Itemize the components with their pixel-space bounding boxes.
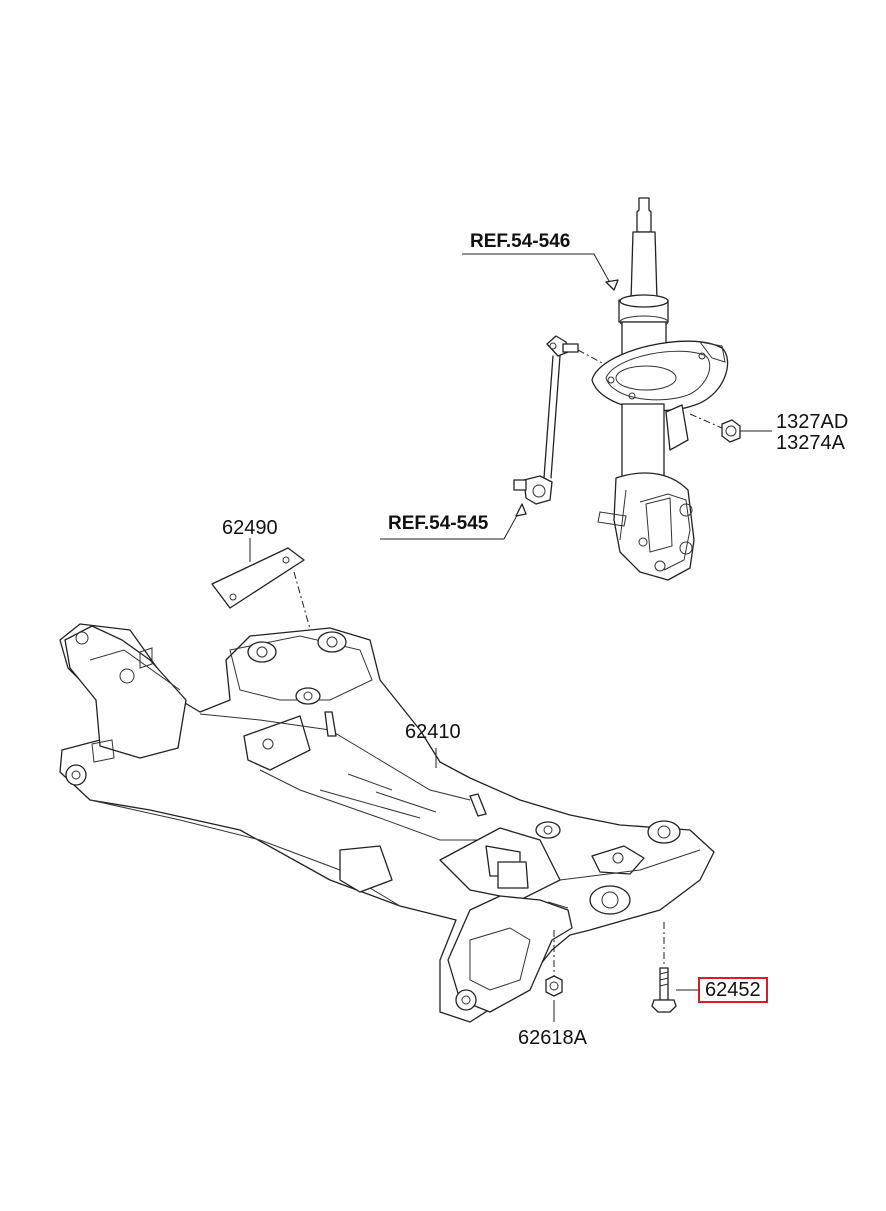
part-number-62410[interactable]: 62410: [405, 721, 461, 743]
part-number-62490[interactable]: 62490: [222, 517, 278, 539]
crossmember[interactable]: [59, 623, 715, 1023]
part-number-62618A[interactable]: 62618A: [518, 1027, 587, 1049]
part-number-62452-highlighted[interactable]: 62452: [698, 977, 768, 1003]
part-number-13274A[interactable]: 13274A: [776, 432, 845, 454]
part-number-1327AD[interactable]: 1327AD: [776, 411, 849, 433]
flange-nut-upper[interactable]: [689, 413, 741, 443]
strut-assembly[interactable]: [591, 197, 729, 581]
ref-shock-absorber-label[interactable]: REF.54-546: [470, 231, 571, 252]
flange-nut-lower[interactable]: [545, 930, 563, 997]
ref-stabilizer-link-label[interactable]: REF.54-545: [388, 513, 489, 534]
flange-bolt[interactable]: [651, 922, 677, 1013]
stabilizer-link[interactable]: [513, 335, 605, 505]
